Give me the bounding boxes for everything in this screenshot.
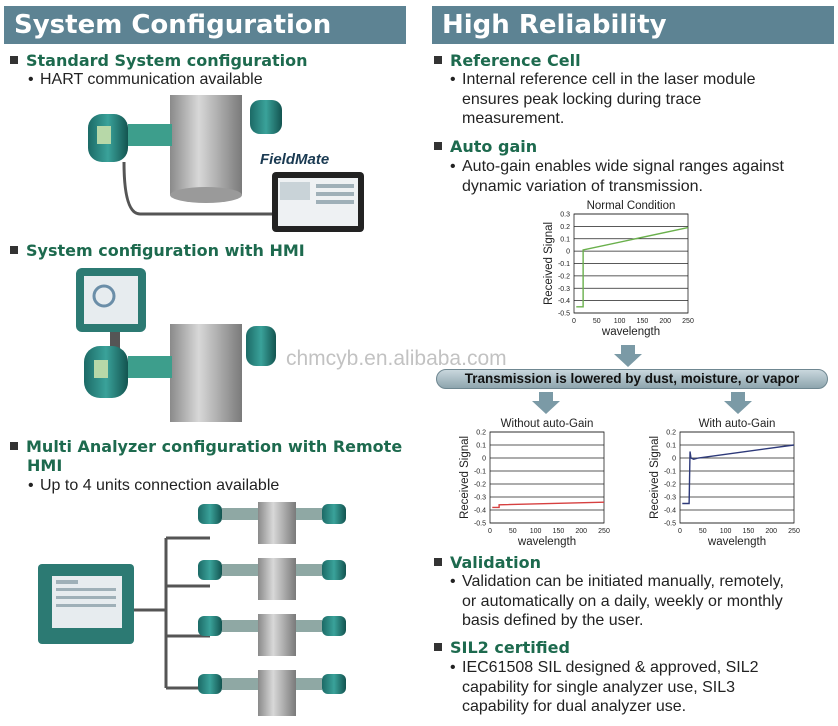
y-tick-label: 0.1	[666, 443, 676, 450]
x-tick-label: 200	[575, 528, 587, 535]
x-tick-label: 0	[572, 318, 576, 325]
x-tick-label: 150	[553, 528, 565, 535]
square-bullet-icon	[10, 442, 18, 450]
y-tick-label: -0.1	[664, 469, 676, 476]
x-tick-label: 200	[765, 528, 777, 535]
chart-normal-condition: Normal Condition 0.3 0.2 0.1 0 -0.1 -0.2 -0.3 -0…	[543, 200, 694, 338]
analyzer-unit-4	[198, 670, 346, 716]
section-title-text: System configuration with HMI	[26, 241, 305, 260]
watermark: chmcyb.en.alibaba.com	[286, 347, 507, 370]
x-axis-label: wavelength	[517, 536, 576, 548]
series-line	[682, 444, 795, 505]
y-tick-label: -0.4	[558, 298, 570, 305]
square-bullet-icon	[434, 56, 442, 64]
y-tick-label: 0	[672, 456, 676, 463]
hmi-system-illustration	[76, 268, 276, 422]
y-tick-label: -0.5	[474, 521, 486, 528]
down-arrow-icon	[532, 392, 560, 414]
y-tick-label: -0.5	[558, 311, 570, 318]
bullet-hart: •HART communication available	[28, 71, 263, 88]
chart-title: Normal Condition	[587, 200, 676, 212]
series-line	[576, 226, 689, 308]
section-title-text: Standard System configuration	[26, 51, 308, 70]
y-tick-label: -0.4	[474, 508, 486, 515]
series-line	[492, 501, 605, 509]
y-tick-label: -0.2	[664, 482, 676, 489]
analyzer-unit-3	[198, 614, 346, 656]
y-tick-label: 0.2	[666, 430, 676, 437]
plot-frame	[679, 431, 795, 524]
plot-frame	[489, 431, 605, 524]
down-arrow-icon	[614, 345, 642, 367]
x-tick-label: 250	[682, 318, 694, 325]
x-axis-label: wavelength	[707, 536, 766, 548]
y-tick-label: -0.1	[474, 469, 486, 476]
chart-title: With auto-Gain	[699, 418, 776, 430]
x-tick-label: 50	[699, 528, 707, 535]
section-title-hmi: System configuration with HMI	[10, 241, 305, 260]
y-tick-label: -0.3	[474, 495, 486, 502]
x-tick-label: 100	[720, 528, 732, 535]
bullet-auto-gain: •Auto-gain enables wide signal ranges ag…	[450, 158, 784, 195]
x-tick-label: 50	[509, 528, 517, 535]
chart-title: Without auto-Gain	[501, 418, 594, 430]
y-tick-label: 0.1	[476, 443, 486, 450]
square-bullet-icon	[434, 142, 442, 150]
section-title-auto-gain: Auto gain	[434, 137, 537, 156]
section-title-validation: Validation	[434, 553, 541, 572]
x-tick-label: 200	[659, 318, 671, 325]
y-axis-label: Received Signal	[543, 222, 555, 305]
y-tick-label: 0	[482, 456, 486, 463]
chart-without-auto-gain: Without auto-Gain 0.2 0.1 0 -0.1 -0.2 -0.3 -0.4…	[459, 418, 610, 548]
x-tick-label: 150	[743, 528, 755, 535]
y-tick-label: 0.2	[560, 224, 570, 231]
y-tick-label: -0.3	[558, 286, 570, 293]
analyzer-unit-2	[198, 558, 346, 600]
section-title-standard: Standard System configuration	[10, 51, 308, 70]
analyzer-unit-1	[198, 502, 346, 544]
y-tick-label: 0.3	[560, 212, 570, 219]
left-banner: System Configuration	[4, 6, 406, 44]
y-tick-label: -0.1	[558, 261, 570, 268]
y-tick-label: -0.2	[474, 482, 486, 489]
y-axis-label: Received Signal	[649, 436, 661, 519]
chart-with-auto-gain: With auto-Gain 0.2 0.1 0 -0.1 -0.2 -0.3 -0.4 -0.…	[649, 418, 800, 548]
x-tick-label: 50	[593, 318, 601, 325]
x-tick-label: 100	[530, 528, 542, 535]
y-tick-label: -0.5	[664, 521, 676, 528]
section-title-reference-cell: Reference Cell	[434, 51, 581, 70]
square-bullet-icon	[10, 246, 18, 254]
x-tick-label: 0	[678, 528, 682, 535]
section-title-multi: Multi Analyzer configuration with Remote…	[10, 437, 402, 475]
x-tick-label: 100	[614, 318, 626, 325]
bullet-reference-cell: •Internal reference cell in the laser mo…	[450, 71, 756, 127]
square-bullet-icon	[434, 643, 442, 651]
x-tick-label: 0	[488, 528, 492, 535]
x-axis-label: wavelength	[601, 326, 660, 338]
y-tick-label: 0.1	[560, 236, 570, 243]
y-tick-label: -0.4	[664, 508, 676, 515]
fieldmate-logo: FieldMate	[260, 151, 329, 168]
multi-analyzer-illustration	[38, 502, 346, 716]
y-tick-label: -0.3	[664, 495, 676, 502]
bullet-up-to-4: •Up to 4 units connection available	[28, 477, 280, 494]
y-tick-label: 0.2	[476, 430, 486, 437]
square-bullet-icon	[434, 558, 442, 566]
bullet-validation: •Validation can be initiated manually, r…	[450, 573, 784, 629]
y-tick-label: 0	[566, 249, 570, 256]
standard-system-illustration: FieldMate	[88, 95, 364, 232]
y-axis-label: Received Signal	[459, 436, 471, 519]
right-banner: High Reliability	[432, 6, 834, 44]
x-tick-label: 250	[788, 528, 800, 535]
section-title-sil2: SIL2 certified	[434, 638, 570, 657]
down-arrow-icon	[724, 392, 752, 414]
x-tick-label: 250	[598, 528, 610, 535]
y-tick-label: -0.2	[558, 273, 570, 280]
pipe-shape	[170, 95, 242, 195]
transmission-banner: Transmission is lowered by dust, moistur…	[436, 369, 828, 389]
square-bullet-icon	[10, 56, 18, 64]
x-tick-label: 150	[637, 318, 649, 325]
plot-frame	[573, 213, 689, 314]
